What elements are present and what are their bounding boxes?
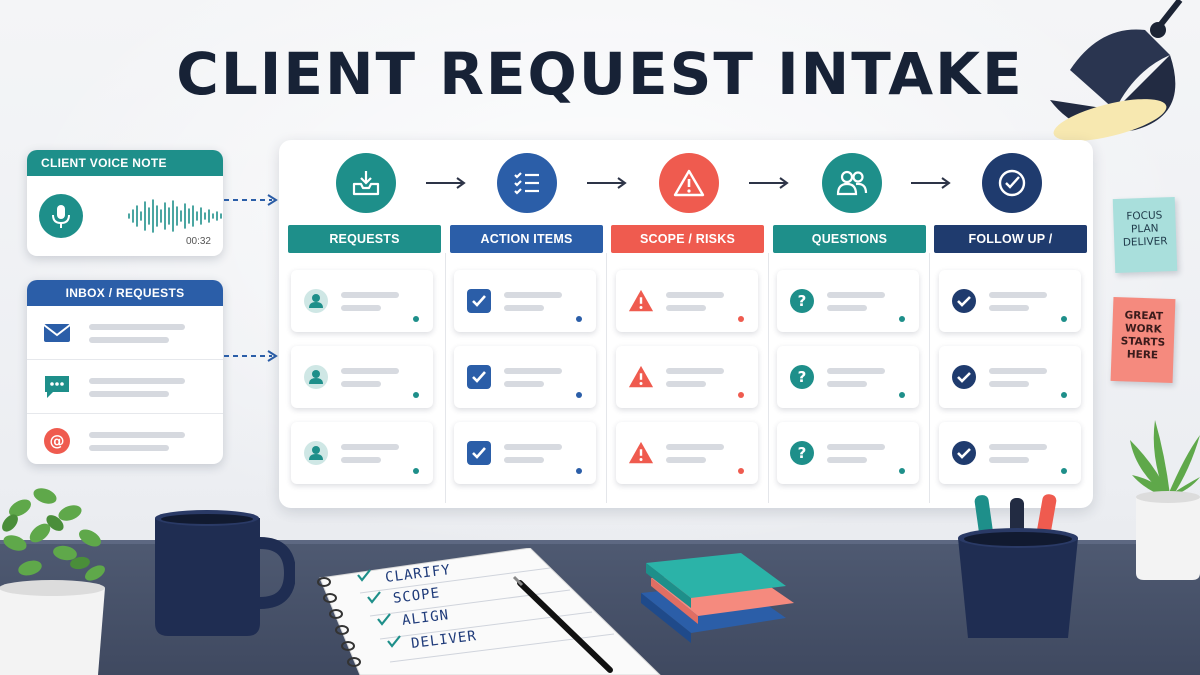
inbox-download-icon	[336, 153, 396, 213]
check-icon	[951, 440, 977, 466]
sticky-note-line: DELIVER	[1122, 235, 1168, 249]
action-item-card[interactable]	[454, 270, 596, 332]
workflow-board: REQUESTS ACTION ITEMS SCOPE / RISKS QUES…	[279, 140, 1093, 508]
desk-lamp-illustration	[1050, 0, 1183, 141]
check-icon	[951, 364, 977, 390]
users-group-icon	[822, 153, 882, 213]
chat-icon	[43, 374, 71, 400]
sticky-note-great-work: GREAT WORK STARTS HERE	[1110, 296, 1176, 384]
sticky-note-focus: FOCUS PLAN DELIVER	[1112, 196, 1178, 274]
request-card[interactable]	[291, 422, 433, 484]
question-icon: ?	[789, 364, 815, 390]
succulent-plant-illustration	[1130, 420, 1200, 580]
inbox-item[interactable]: @	[27, 414, 223, 464]
scope-risk-card[interactable]	[616, 270, 758, 332]
approval-card[interactable]	[939, 346, 1081, 408]
question-card[interactable]: ?	[777, 422, 919, 484]
warning-triangle-icon	[659, 153, 719, 213]
request-card[interactable]	[291, 346, 433, 408]
checkbox-icon	[466, 288, 492, 314]
pen-holder-illustration	[958, 494, 1078, 638]
inbox-header: INBOX / REQUESTS	[27, 280, 223, 306]
check-circle-icon	[982, 153, 1042, 213]
scope-risk-card[interactable]	[616, 346, 758, 408]
checkbox-icon	[466, 364, 492, 390]
inbox-item[interactable]	[27, 306, 223, 360]
waveform-icon	[128, 199, 222, 233]
flow-arrow-icon	[911, 177, 951, 189]
inbox-requests-panel[interactable]: INBOX / REQUESTS @	[27, 280, 223, 464]
voice-note-duration: 00:32	[185, 236, 211, 247]
question-card[interactable]: ?	[777, 346, 919, 408]
inbox-to-board-arrow	[224, 350, 278, 362]
page-title: CLIENT REQUEST INTAKE	[176, 40, 1024, 108]
at-sign-icon: @	[43, 428, 71, 454]
mail-icon	[43, 320, 71, 346]
column-header-questions[interactable]: QUESTIONS	[773, 225, 926, 253]
voice-note-header: CLIENT VOICE NOTE	[27, 150, 223, 176]
svg-text:@: @	[50, 432, 65, 450]
column-header-follow-up-approval[interactable]: FOLLOW UP / APPROVAL	[934, 225, 1087, 274]
flow-arrow-icon	[426, 177, 466, 189]
scope-risk-card[interactable]	[616, 422, 758, 484]
question-card[interactable]: ?	[777, 270, 919, 332]
coffee-mug-illustration	[155, 510, 295, 636]
client-voice-note-panel[interactable]: CLIENT VOICE NOTE 00:32	[27, 150, 223, 256]
checkbox-icon	[466, 440, 492, 466]
warning-icon	[628, 440, 654, 466]
column-header-requests[interactable]: REQUESTS	[288, 225, 441, 253]
sticky-note-stack-illustration	[641, 553, 794, 643]
voice-to-board-arrow	[224, 194, 278, 206]
svg-text:?: ?	[798, 368, 807, 386]
sticky-note-line: STARTS	[1120, 335, 1166, 349]
warning-icon	[628, 364, 654, 390]
approval-card[interactable]	[939, 422, 1081, 484]
user-icon	[303, 440, 329, 466]
column-header-action-items[interactable]: ACTION ITEMS	[450, 225, 603, 253]
checklist-icon	[497, 153, 557, 213]
inbox-item[interactable]	[27, 360, 223, 414]
user-icon	[303, 364, 329, 390]
potted-plant-illustration	[0, 488, 105, 675]
notebook-illustration	[317, 548, 661, 675]
warning-icon	[628, 288, 654, 314]
question-icon: ?	[789, 440, 815, 466]
question-icon: ?	[789, 288, 815, 314]
svg-text:?: ?	[798, 292, 807, 310]
flow-arrow-icon	[749, 177, 789, 189]
action-item-card[interactable]	[454, 422, 596, 484]
action-item-card[interactable]	[454, 346, 596, 408]
microphone-icon[interactable]	[39, 194, 83, 238]
request-card[interactable]	[291, 270, 433, 332]
column-header-scope-risks[interactable]: SCOPE / RISKS	[611, 225, 764, 253]
sticky-note-line: HERE	[1126, 348, 1159, 362]
svg-text:?: ?	[798, 444, 807, 462]
check-icon	[951, 288, 977, 314]
user-icon	[303, 288, 329, 314]
flow-arrow-icon	[587, 177, 627, 189]
approval-card[interactable]	[939, 270, 1081, 332]
